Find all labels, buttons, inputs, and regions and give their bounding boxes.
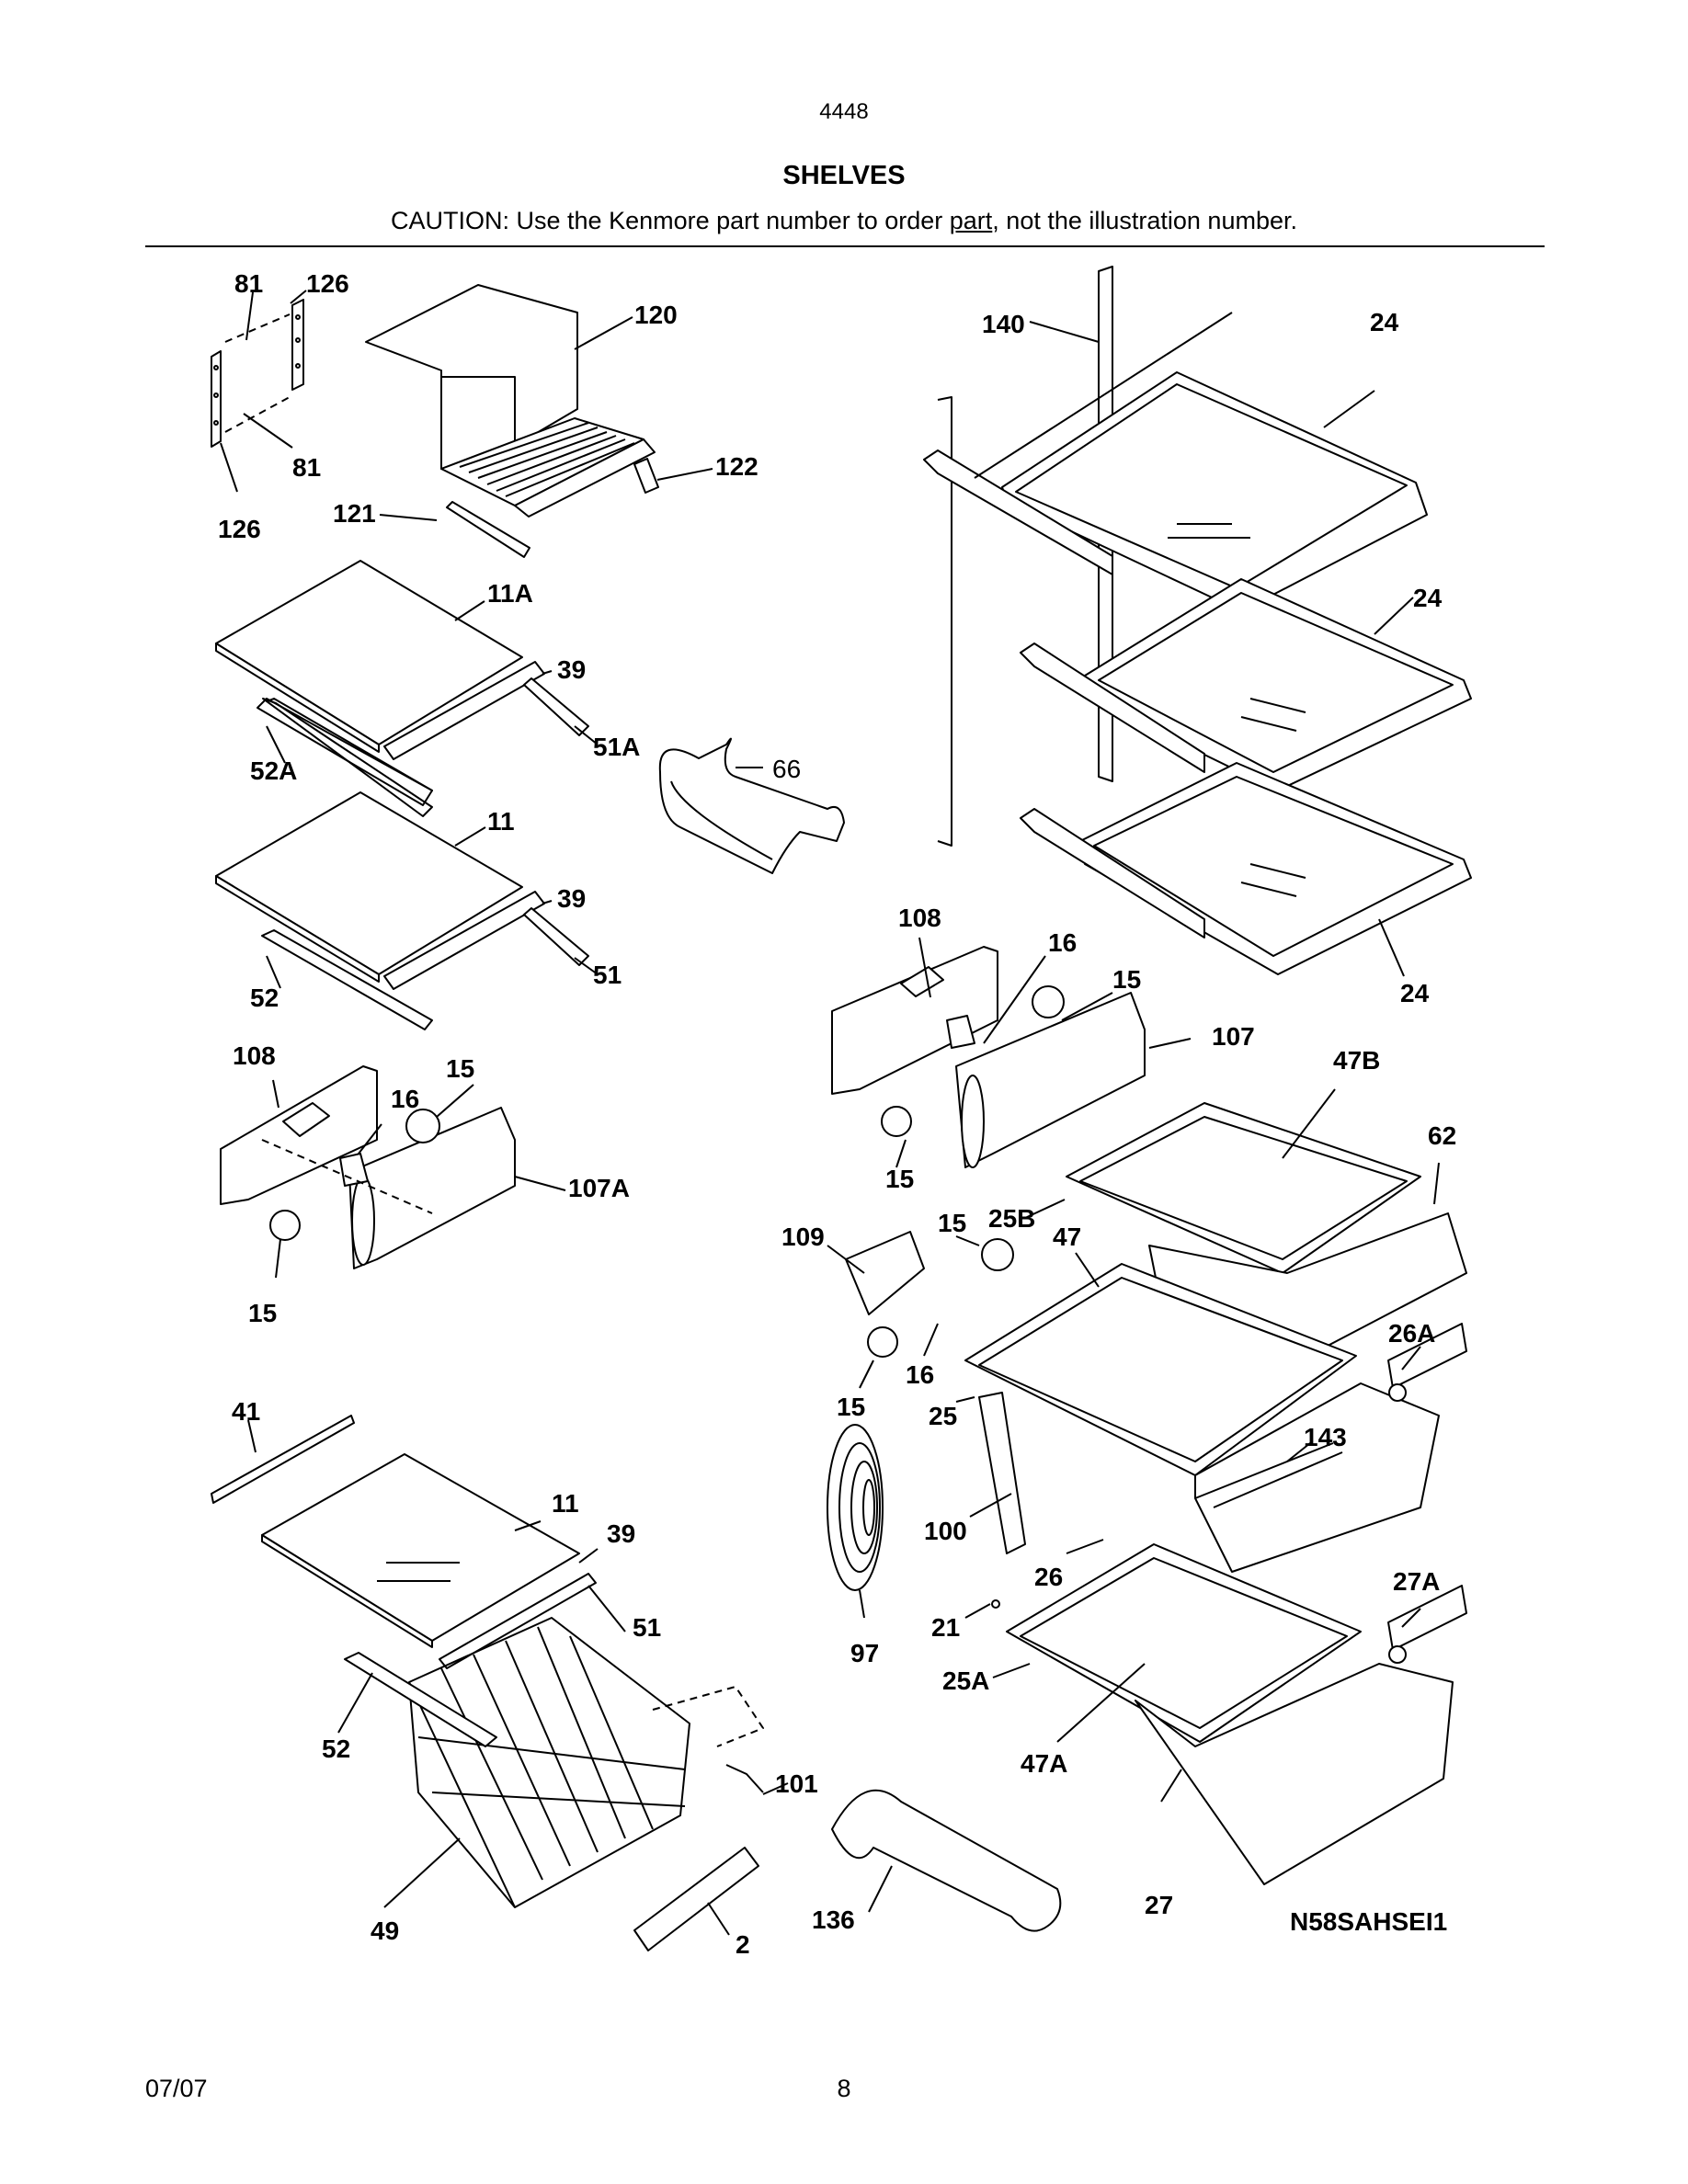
callout-label: 107 [1212,1022,1255,1051]
callout-label: 81 [292,453,321,482]
callout-label: 15 [248,1299,277,1327]
crisper-cover-47 [964,1263,1440,1573]
callout-label: 66 [772,755,801,783]
crisper-drawer-27 [1006,1543,1454,1885]
revision-date: 07/07 [145,2075,208,2102]
callout-label: 51 [633,1613,661,1642]
callout-label: 100 [924,1517,967,1545]
callout-label: 49 [371,1917,399,1945]
callout-label: 27 [1145,1891,1173,1919]
callout-label: 11 [552,1489,579,1518]
callout-label: 39 [607,1519,635,1548]
callout-label: 25A [942,1666,989,1695]
callout-label: 108 [233,1041,276,1070]
callout-label: 15 [885,1165,914,1193]
latch-27a [1387,1585,1467,1664]
callout-label: 51 [593,961,622,989]
callout-label: 101 [775,1769,818,1798]
callout-label: 52 [250,984,279,1012]
header-rule [145,245,1545,247]
callout-label: 26A [1388,1319,1435,1348]
page-title: SHELVES [782,161,906,190]
callout-label: 26 [1034,1563,1063,1591]
callout-label: 109 [781,1223,825,1251]
model-number: 4448 [819,99,869,124]
callout-label: 24 [1400,979,1430,1007]
light-housing-right [831,946,1146,1168]
shelf-120-assembly [365,284,659,558]
callout-label: 15 [837,1393,865,1421]
caution-text-underlined: part [949,207,993,234]
callout-label: 107A [568,1174,630,1202]
callout-label: 52 [322,1735,350,1763]
callout-label: 47B [1333,1046,1380,1075]
callout-label: 120 [634,301,678,329]
bulb-15-lowest [867,1326,898,1358]
shelf-bracket-left [211,299,304,448]
callout-label: 15 [446,1054,474,1083]
callout-label: 16 [1048,928,1077,957]
callout-label: 108 [898,904,941,932]
callout-label: 121 [333,499,376,528]
exploded-parts-diagram: 81 126 120 81 126 122 121 11A 39 51A 52A… [211,266,1472,1959]
coil-97 [827,1424,884,1591]
callout-label: 24 [1370,308,1399,336]
shelf-24-middle [1020,578,1472,791]
callout-label: 126 [218,515,261,543]
page-number: 8 [837,2075,851,2102]
shelf-24-top [923,312,1428,612]
callout-label: 81 [234,269,263,298]
bulb-15-lower [981,1238,1014,1271]
light-housing-left [220,1065,516,1269]
callout-label: 25B [988,1204,1035,1233]
callout-label: 11 [487,807,515,836]
latch-26a [1387,1323,1467,1402]
callout-label: 41 [232,1397,260,1426]
shelf-24-bottom [1020,762,1472,975]
callout-label: 51A [593,733,640,761]
callout-label: 97 [850,1639,879,1667]
glass-shelf-11a [215,560,589,817]
callout-label: 15 [1112,965,1141,994]
glass-shelf-lower-11 [211,1415,597,1669]
callout-label: 143 [1304,1423,1347,1451]
drawing-code: N58SAHSEI1 [1290,1907,1447,1936]
caution-text-end: , not the illustration number. [992,207,1297,234]
callout-label: 52A [250,756,297,785]
callout-label: 16 [391,1085,419,1113]
bin-cover-136 [831,1789,1062,1932]
callout-label: 62 [1428,1121,1456,1150]
callout-label: 47A [1021,1749,1067,1778]
callout-label: 39 [557,655,586,684]
callout-label: 24 [1413,584,1443,612]
callout-label: 39 [557,884,586,913]
callout-label: 16 [906,1360,934,1389]
callout-label: 15 [938,1209,966,1237]
basket-rail-52 [344,1652,497,1747]
callout-label: 140 [982,310,1025,338]
light-socket-109 [845,1231,925,1315]
caution-text: CAUTION: Use the Kenmore part number to … [0,207,1688,235]
screw-21 [991,1599,1000,1609]
wire-basket-49 [408,1617,690,1908]
callout-label: 11A [487,579,533,608]
divider-100 [978,1392,1026,1554]
callout-label: 122 [715,452,758,481]
callout-label: 27A [1393,1567,1440,1596]
caution-text-start: CAUTION: Use the Kenmore part number to … [391,207,950,234]
callout-label: 136 [812,1905,855,1934]
trim-2 [633,1847,759,1951]
glass-shelf-11 [215,791,589,1030]
callout-label: 2 [736,1930,750,1959]
callout-label: 47 [1053,1223,1081,1251]
callout-label: 25 [929,1402,957,1430]
dash-101 [652,1686,764,1747]
callout-label: 126 [306,269,349,298]
wire-rack-66 [658,737,845,874]
callout-label: 21 [931,1613,960,1642]
clip-101 [725,1764,764,1793]
